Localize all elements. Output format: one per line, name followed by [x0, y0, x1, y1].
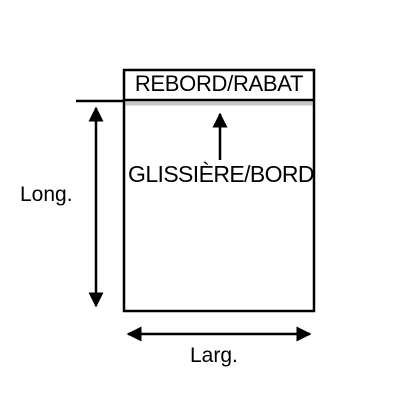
seal-label: GLISSIÈRE/BORD [128, 161, 314, 187]
width-label: Larg. [190, 344, 238, 367]
seal-band [125, 101, 313, 106]
bag-outline [122, 68, 316, 313]
length-label: Long. [20, 183, 73, 206]
flap-label: REBORD/RABAT [134, 71, 304, 96]
